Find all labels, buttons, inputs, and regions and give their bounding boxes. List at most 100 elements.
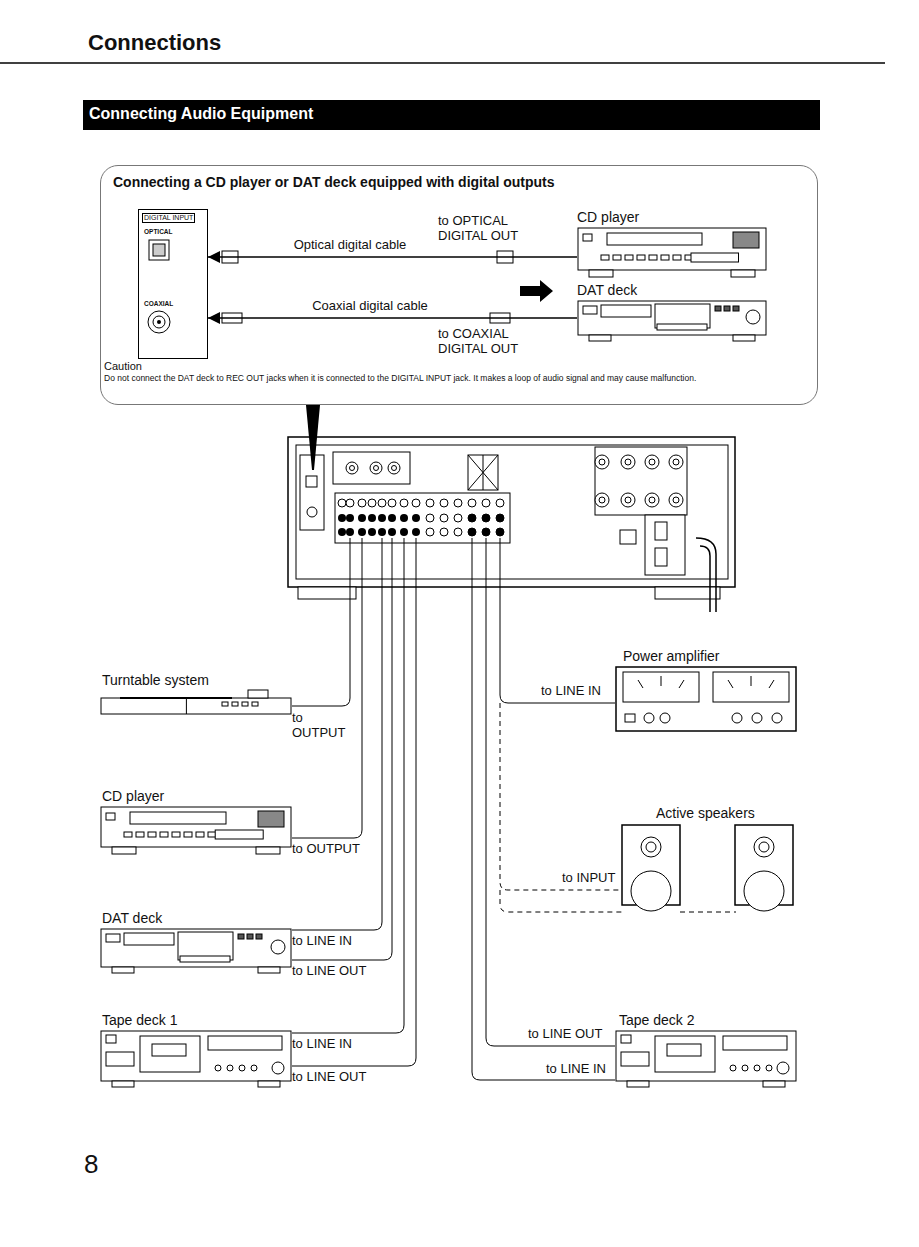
coaxial-jack	[148, 311, 170, 333]
device-illustration	[577, 300, 767, 342]
optical-jack	[306, 476, 317, 487]
cassette-slot	[124, 933, 174, 945]
device-illustration	[615, 1030, 797, 1088]
jack	[454, 499, 462, 507]
device-illustration	[100, 690, 292, 720]
active-speakers: Active speakers	[620, 805, 795, 927]
cable-label: Optical digital cable	[292, 238, 409, 253]
speaker-terminal	[625, 459, 631, 465]
level-meter	[713, 672, 789, 702]
speaker-terminal	[621, 455, 635, 469]
jack	[496, 528, 504, 536]
tape-deck: Tape deck 1	[100, 1012, 292, 1088]
jack	[368, 514, 376, 522]
device-label: CD player	[102, 788, 164, 804]
speaker-terminal	[645, 493, 659, 507]
device-illustration	[577, 227, 767, 279]
jack	[378, 514, 386, 522]
heading: Connecting a CD player or DAT deck equip…	[113, 174, 555, 190]
speaker-terminal	[625, 497, 631, 503]
tape-deck: Tape deck 2	[615, 1012, 797, 1088]
power-button	[106, 813, 115, 820]
platter	[120, 697, 232, 699]
jack	[346, 514, 354, 522]
jack-label: to OUTPUT	[292, 711, 350, 741]
device-foot	[731, 270, 755, 277]
speaker-terminal	[595, 493, 609, 507]
button	[242, 702, 248, 706]
meter	[723, 1036, 787, 1050]
level-meter	[623, 672, 699, 702]
woofer	[631, 871, 671, 911]
inset-box: DIGITAL INPUTOPTICALCOAXIALCD playerDAT …	[100, 165, 818, 405]
device-label: Turntable system	[102, 672, 209, 688]
tonearm	[248, 690, 268, 698]
tweeter	[641, 837, 661, 857]
device-foot	[256, 847, 280, 854]
volume-knob	[272, 1062, 284, 1074]
coaxial-jack	[153, 316, 165, 328]
signal-cable	[292, 538, 362, 838]
jack	[440, 499, 448, 507]
coaxial-jack	[307, 507, 317, 517]
jack	[400, 514, 408, 522]
knob	[742, 1065, 748, 1071]
jack	[358, 514, 366, 522]
cassette-slot	[601, 305, 651, 317]
jack	[496, 514, 504, 522]
device-label: COAXIAL	[144, 300, 173, 307]
optional-cable	[500, 890, 736, 912]
device-body	[101, 807, 291, 847]
power-button	[583, 234, 592, 241]
jack	[482, 514, 490, 522]
switch-block	[621, 1052, 649, 1066]
jack	[392, 466, 397, 471]
cd-player: CD player	[577, 209, 767, 279]
callout-arrow	[306, 405, 320, 470]
meter	[208, 1036, 282, 1050]
voltage-selector	[620, 530, 636, 544]
device-label: DAT deck	[102, 910, 162, 926]
signal-cable	[472, 538, 615, 1080]
digital-input-panel: DIGITAL INPUTOPTICALCOAXIAL	[138, 209, 208, 359]
device-illustration	[100, 928, 292, 974]
jack-label: to OPTICAL DIGITAL OUT	[438, 214, 538, 244]
jack	[350, 466, 355, 471]
button	[733, 306, 739, 311]
button	[724, 306, 730, 311]
jack-label: to INPUT	[562, 871, 615, 886]
knob	[752, 713, 762, 723]
jack	[346, 462, 358, 474]
device-foot	[112, 967, 134, 973]
power-button	[625, 714, 635, 722]
device-body	[616, 667, 796, 731]
signal-cable	[292, 538, 350, 706]
button	[613, 255, 621, 260]
caution-note: Do not connect the DAT deck to REC OUT j…	[104, 374, 809, 384]
jack	[400, 499, 408, 507]
button	[256, 934, 262, 939]
power-button	[106, 934, 120, 942]
jack-label: to LINE IN	[292, 934, 352, 949]
button	[637, 255, 645, 260]
knob	[754, 1065, 760, 1071]
device-body	[101, 929, 291, 967]
switch-block	[106, 1052, 134, 1066]
knob	[772, 713, 782, 723]
device-foot	[589, 270, 613, 277]
device-foot	[112, 847, 136, 854]
signal-cable	[292, 538, 392, 960]
button-row	[180, 956, 230, 962]
knob	[227, 1065, 233, 1071]
device-body	[578, 228, 766, 270]
meter-scale	[728, 676, 774, 688]
button-row	[657, 324, 707, 330]
device-label: Power amplifier	[623, 648, 719, 664]
jack	[426, 499, 434, 507]
speaker-selector	[468, 455, 498, 490]
signal-cable	[292, 538, 416, 1066]
jack	[496, 499, 504, 507]
jack	[468, 528, 476, 536]
speaker-terminal	[595, 455, 609, 469]
